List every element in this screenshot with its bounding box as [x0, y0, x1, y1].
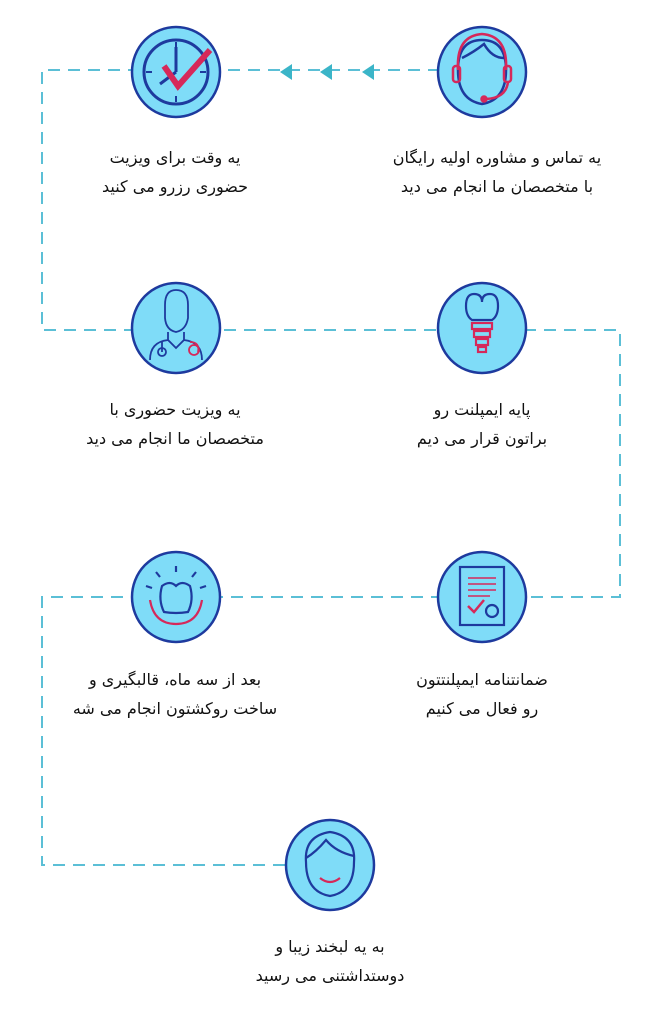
step-text-line: متخصصان ما انجام می دید — [86, 429, 264, 448]
step-4-text: پایه ایمپلنت رو براتون قرار می دیم — [352, 395, 612, 453]
step-text-line: ساخت روکشتون انجام می شه — [72, 699, 278, 718]
clock-check-icon — [142, 38, 213, 106]
step-text-line: با متخصصان ما انجام می دید — [400, 177, 594, 196]
step-text-line: ضمانتنامه ایمپلنتتون — [416, 670, 548, 689]
dashed-connector — [41, 69, 621, 866]
headset-icon — [451, 32, 513, 106]
step-2-text: یه وقت برای ویزیت حضوری رزرو می کنید — [45, 143, 305, 201]
step-6-text: بعد از سه ماه، قالبگیری و ساخت روکشتون ا… — [45, 665, 305, 723]
dental-implant-icon — [464, 292, 500, 354]
smile-teeth-icon — [145, 566, 207, 626]
doctor-icon — [149, 289, 203, 361]
arrow-left-icon — [362, 64, 374, 80]
step-text-line: پایه ایمپلنت رو — [433, 400, 531, 419]
step-7-text: به یه لبخند زیبا و دوستداشتنی می رسید — [200, 932, 460, 990]
direction-arrows — [280, 64, 374, 80]
arrow-left-icon — [280, 64, 292, 80]
step-text-line: دوستداشتنی می رسید — [255, 966, 405, 985]
step-text-line: رو فعال می کنیم — [425, 699, 539, 718]
step-5-text: ضمانتنامه ایمپلنتتون رو فعال می کنیم — [352, 665, 612, 723]
step-text-line: یه ویزیت حضوری با — [109, 400, 241, 419]
happy-face-icon — [304, 830, 356, 898]
warranty-document-icon — [458, 565, 506, 627]
step-text-line: به یه لبخند زیبا و — [275, 937, 385, 956]
step-1-text: یه تماس و مشاوره اولیه رایگان با متخصصان… — [367, 143, 627, 201]
step-text-line: بعد از سه ماه، قالبگیری و — [88, 670, 262, 689]
step-text-line: یه تماس و مشاوره اولیه رایگان — [392, 148, 602, 167]
step-text-line: یه وقت برای ویزیت — [109, 148, 241, 167]
step-3-text: یه ویزیت حضوری با متخصصان ما انجام می دی… — [45, 395, 305, 453]
step-text-line: براتون قرار می دیم — [416, 429, 548, 448]
arrow-left-icon — [320, 64, 332, 80]
step-text-line: حضوری رزرو می کنید — [101, 177, 249, 196]
